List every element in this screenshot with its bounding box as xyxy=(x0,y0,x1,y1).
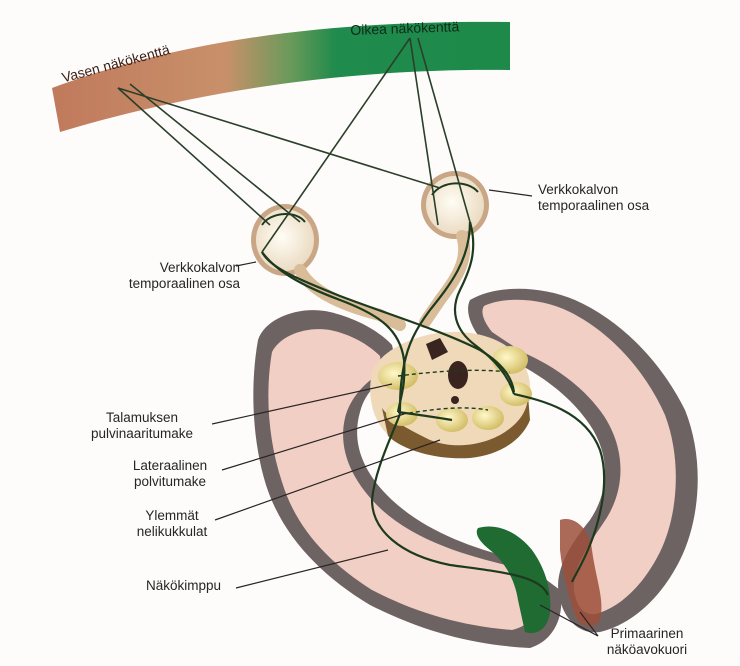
label-retina-temporal-left: Verkkokalvon temporaalinen osa xyxy=(98,260,240,292)
left-eye xyxy=(251,204,319,276)
label-retina-temporal-right: Verkkokalvon temporaalinen osa xyxy=(538,182,649,214)
label-radiation: Näkökimppu xyxy=(146,578,221,594)
visual-field-band xyxy=(52,22,510,132)
label-colliculi: Ylemmät nelikukkulat xyxy=(122,508,222,540)
label-pulvinar: Talamuksen pulvinaaritumake xyxy=(72,410,212,442)
label-v1: Primaarinen näköavokuori xyxy=(592,626,702,658)
thalamus-block xyxy=(370,332,532,458)
label-lgn: Lateraalinen polvitumake xyxy=(120,458,220,490)
